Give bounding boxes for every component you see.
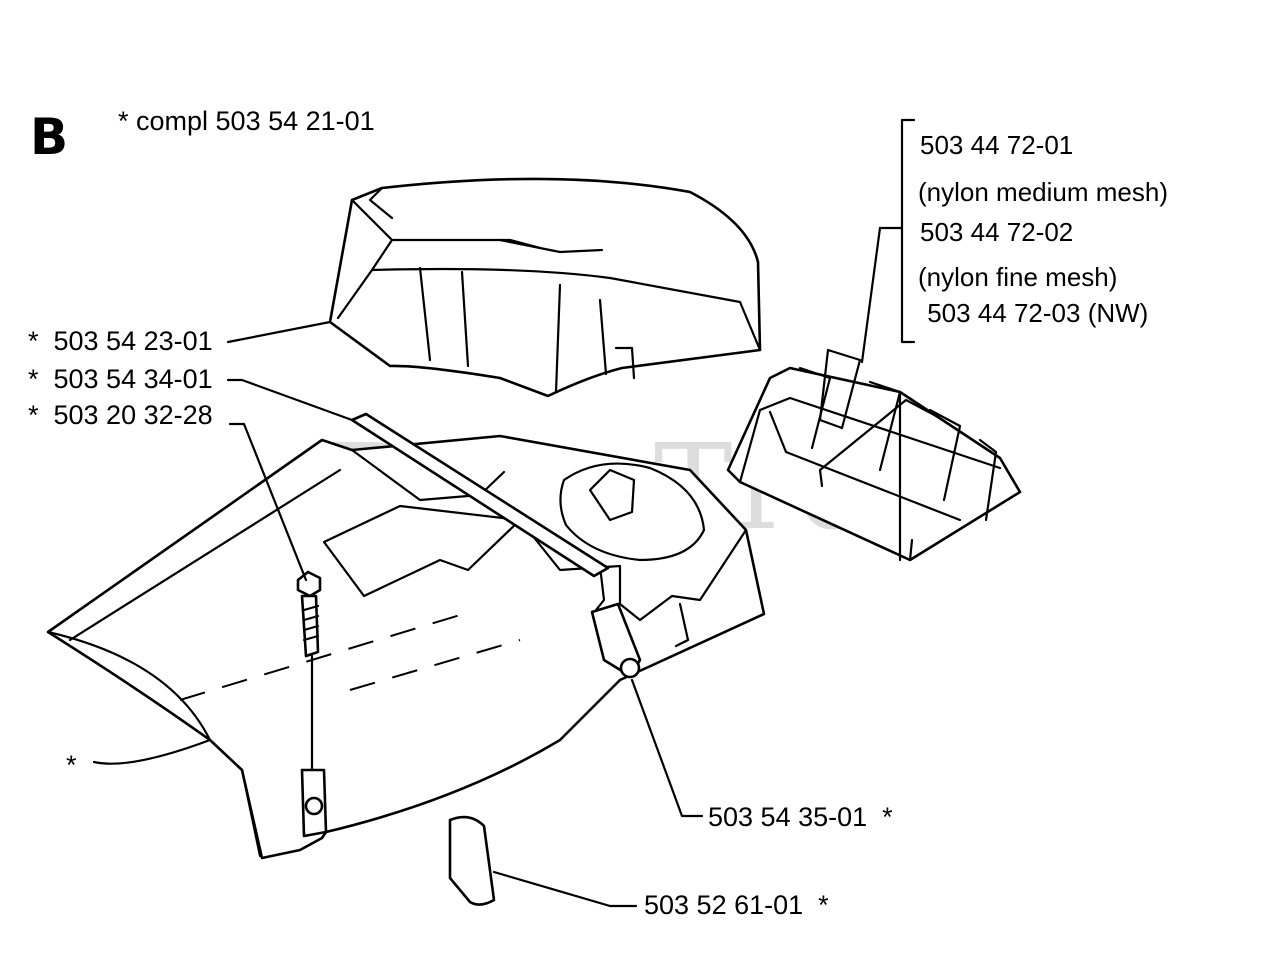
air-filter-part[interactable] xyxy=(726,348,1022,562)
filter-part-number-3: 503 44 72-03 (NW) xyxy=(920,298,1148,328)
callout-seal-strip: * 503 54 34-01 xyxy=(28,364,213,394)
leader-filter xyxy=(860,226,882,364)
callout-sleeve: 503 54 35-01 * xyxy=(708,802,893,832)
callout-plate: 503 52 61-01 * xyxy=(644,890,829,920)
leader-seal-strip xyxy=(226,378,354,422)
upper-cover-part[interactable] xyxy=(328,177,762,398)
plate-part[interactable] xyxy=(448,815,496,906)
seal-strip-part[interactable] xyxy=(350,412,610,578)
header-note: * compl 503 54 21-01 xyxy=(118,106,375,136)
part-number-bracket xyxy=(900,118,916,344)
leader-screw xyxy=(228,422,308,582)
post-part xyxy=(300,768,328,838)
sleeve-part[interactable] xyxy=(590,602,642,679)
leader-sleeve xyxy=(630,678,704,818)
section-letter: B xyxy=(30,108,68,166)
leader-main-cover xyxy=(92,738,212,765)
callout-cover-top: * 503 54 23-01 xyxy=(28,326,213,356)
screw-part[interactable] xyxy=(296,570,322,658)
filter-part-number-1: 503 44 72-01 xyxy=(920,130,1073,160)
callout-screw: * 503 20 32-28 xyxy=(28,400,213,430)
filter-part-number-2: 503 44 72-02 xyxy=(920,217,1073,247)
filter-description-2: (nylon fine mesh) xyxy=(918,262,1117,292)
filter-description-1: (nylon medium mesh) xyxy=(918,177,1168,207)
callout-main-cover: * xyxy=(66,750,77,780)
leader-plate xyxy=(492,870,638,908)
leader-cover-top xyxy=(226,320,332,344)
main-cover-part[interactable] xyxy=(46,434,766,860)
